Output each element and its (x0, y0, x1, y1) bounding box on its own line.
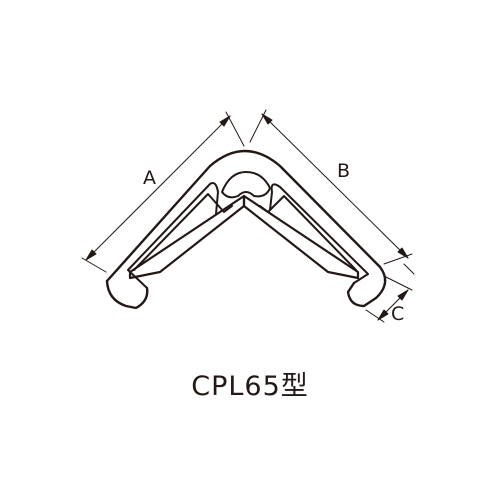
dim-b-extension-right (383, 253, 413, 265)
dim-b-line (261, 113, 409, 259)
left-channel (133, 193, 233, 271)
dim-c-tick (403, 263, 415, 275)
dim-a-arrow-end (219, 115, 231, 127)
cover-outer-left-end (105, 279, 149, 310)
cover-top-slot (221, 171, 271, 199)
dim-a-arrow-start (85, 249, 97, 261)
dim-c-arrow-top (397, 289, 409, 301)
dim-c-arrow-bottom (377, 309, 389, 321)
angle-base-right (242, 194, 360, 280)
right-channel (259, 195, 357, 271)
dim-a-label: A (143, 167, 156, 189)
dim-b-label: B (337, 160, 350, 182)
dim-b-arrow-start (261, 113, 273, 125)
angle-base-left (128, 194, 246, 280)
dim-b-arrow-end (397, 247, 409, 259)
dim-c-extension-top (383, 275, 413, 291)
model-caption: CPL65型 (191, 371, 309, 402)
cover-outer-outline (105, 149, 387, 308)
dim-c-label: C (391, 303, 404, 325)
dim-c-extension-bottom (365, 309, 385, 323)
dim-a-line (85, 115, 231, 261)
cover-inner-outline (127, 182, 369, 289)
